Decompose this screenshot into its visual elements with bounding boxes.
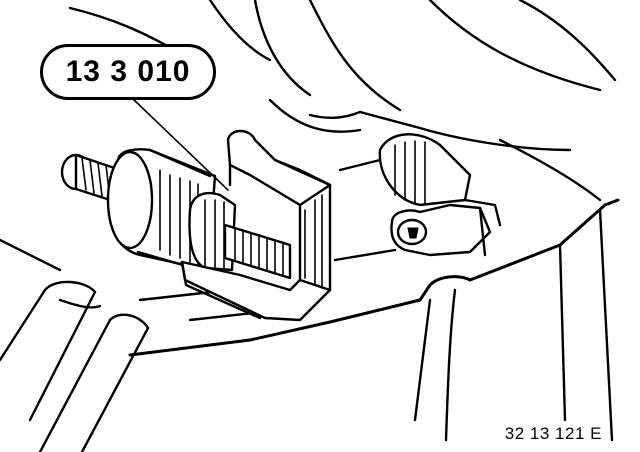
tube-assembly xyxy=(0,238,150,452)
hose-clamp xyxy=(333,133,502,262)
tool-bracket xyxy=(180,129,332,322)
callout-leader-line xyxy=(131,97,229,191)
special-tool-number-callout: 13 3 010 xyxy=(40,44,216,100)
subframe-outline xyxy=(128,198,620,442)
figure-reference-number: 32 13 121 E xyxy=(504,424,602,443)
special-tool xyxy=(60,148,292,280)
vehicle-body-outline xyxy=(68,0,617,202)
